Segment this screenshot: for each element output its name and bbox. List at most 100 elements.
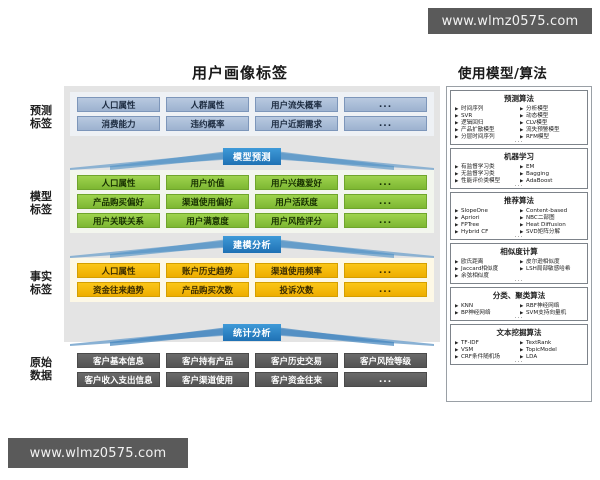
algorithm-column-left: KNNBP神经网络 — [454, 303, 519, 317]
algorithm-item[interactable]: CRF条件随机场 — [454, 354, 519, 361]
algorithm-item[interactable]: 产品扩散模型 — [454, 127, 519, 134]
algorithm-item[interactable]: NBC二部图 — [519, 215, 584, 222]
algorithm-item[interactable]: Bagging — [519, 171, 584, 178]
algorithm-item[interactable]: RFM模型 — [519, 134, 584, 141]
algorithm-item[interactable]: SVR — [454, 113, 519, 120]
tag-cell[interactable]: ... — [344, 213, 427, 228]
algorithm-item[interactable]: 欧氏距离 — [454, 259, 519, 266]
algorithm-item[interactable]: RBF神经网络 — [519, 303, 584, 310]
row-label-model-line1: 模型 — [30, 190, 52, 203]
algorithm-item[interactable]: AdaBoost — [519, 178, 584, 185]
tag-cell-wrapper: 投诉次数 — [252, 282, 341, 297]
algorithm-item[interactable]: BP神经网络 — [454, 310, 519, 317]
tag-cell-wrapper: 用户风险评分 — [252, 213, 341, 228]
algorithm-item[interactable]: 分析模型 — [519, 106, 584, 113]
tag-cell[interactable]: ... — [344, 282, 427, 297]
algorithm-item[interactable]: Jaccard相似度 — [454, 266, 519, 273]
algorithm-item[interactable]: TextRank — [519, 340, 584, 347]
tag-cell[interactable]: 客户资金往来 — [255, 372, 338, 387]
arrow-label-modeling-analysis: 建模分析 — [222, 236, 282, 253]
algorithm-item[interactable]: SVD矩阵分解 — [519, 229, 584, 236]
tag-cell[interactable]: ... — [344, 372, 427, 387]
tag-cell[interactable]: 用户活跃度 — [255, 194, 338, 209]
algorithm-item[interactable]: SlopeOne — [454, 208, 519, 215]
algorithm-box-ellipsis: ... — [514, 276, 524, 283]
tag-cell[interactable]: 资金往来趋势 — [77, 282, 160, 297]
algorithm-box-ellipsis: ... — [514, 181, 524, 188]
algorithm-box-ellipsis: ... — [514, 357, 524, 364]
algorithm-item[interactable]: 流失预警模型 — [519, 127, 584, 134]
algorithm-item[interactable]: LSH局部敏感哈希 — [519, 266, 584, 273]
tag-cell-wrapper: 客户风险等级 — [341, 353, 430, 368]
tag-cell[interactable]: ... — [344, 116, 427, 131]
algorithm-item[interactable]: KNN — [454, 303, 519, 310]
tag-cell-wrapper: ... — [341, 263, 430, 278]
algorithm-item[interactable]: TopicModel — [519, 347, 584, 354]
algorithm-item[interactable]: TF-IDF — [454, 340, 519, 347]
algorithm-item[interactable]: Heat Diffusion — [519, 222, 584, 229]
tag-cell-wrapper: 产品购买偏好 — [74, 194, 163, 209]
algorithm-item[interactable]: Apriori — [454, 215, 519, 222]
tag-cell[interactable]: 人口属性 — [77, 175, 160, 190]
algorithm-item[interactable]: 分层时间序列 — [454, 134, 519, 141]
algorithm-item[interactable]: FPTree — [454, 222, 519, 229]
algorithm-item[interactable]: 性能评价类模型 — [454, 178, 519, 185]
algorithm-item[interactable]: 无监督学习类 — [454, 171, 519, 178]
algorithm-item[interactable]: VSM — [454, 347, 519, 354]
tag-cell-wrapper: ... — [341, 97, 430, 112]
algorithm-item[interactable]: EM — [519, 164, 584, 171]
tag-cell[interactable]: 人群属性 — [166, 97, 249, 112]
tier-fact-labels: 人口属性账户历史趋势渠道使用频率... 资金往来趋势产品购买次数投诉次数... — [70, 258, 434, 302]
tag-cell[interactable]: 客户持有产品 — [166, 353, 249, 368]
algorithm-item[interactable]: SVM支持向量机 — [519, 310, 584, 317]
tag-cell[interactable]: ... — [344, 97, 427, 112]
tag-cell[interactable]: 客户历史交易 — [255, 353, 338, 368]
tag-cell[interactable]: 用户流失概率 — [255, 97, 338, 112]
algorithm-column-left: 有监督学习类无监督学习类性能评价类模型 — [454, 164, 519, 185]
tag-cell[interactable]: 产品购买次数 — [166, 282, 249, 297]
tier-predict-labels: 人口属性人群属性用户流失概率... 消费能力违约概率用户近期需求... — [70, 92, 434, 136]
algorithm-item[interactable]: 余弦相似度 — [454, 273, 519, 280]
algorithm-item[interactable]: 皮尔逊相似度 — [519, 259, 584, 266]
tag-cell-wrapper: ... — [341, 175, 430, 190]
tag-cell[interactable]: ... — [344, 175, 427, 190]
algorithm-item[interactable]: 时间序列 — [454, 106, 519, 113]
tag-cell[interactable]: 用户关联关系 — [77, 213, 160, 228]
tag-cell[interactable]: 用户风险评分 — [255, 213, 338, 228]
tag-cell[interactable]: 产品购买偏好 — [77, 194, 160, 209]
tag-cell[interactable]: 违约概率 — [166, 116, 249, 131]
tag-cell-wrapper: ... — [341, 194, 430, 209]
tag-cell[interactable]: 消费能力 — [77, 116, 160, 131]
tag-cell[interactable]: 用户价值 — [166, 175, 249, 190]
tag-cell[interactable]: 客户风险等级 — [344, 353, 427, 368]
tag-cell[interactable]: 用户近期需求 — [255, 116, 338, 131]
tag-cell[interactable]: 渠道使用频率 — [255, 263, 338, 278]
algorithm-item[interactable]: 逻辑回归 — [454, 120, 519, 127]
tag-cell[interactable]: 客户收入支出信息 — [77, 372, 160, 387]
tag-cell[interactable]: ... — [344, 194, 427, 209]
algorithm-item[interactable]: 有监督学习类 — [454, 164, 519, 171]
tag-cell-wrapper: ... — [341, 282, 430, 297]
algorithm-item[interactable]: LDA — [519, 354, 584, 361]
algorithm-box-ellipsis: ... — [514, 313, 524, 320]
algorithm-item[interactable]: Hybrid CF — [454, 229, 519, 236]
page-title-models-algorithms: 使用模型/算法 — [458, 66, 548, 82]
tag-cell[interactable]: 用户满意度 — [166, 213, 249, 228]
tag-cell-wrapper: ... — [341, 213, 430, 228]
tag-cell[interactable]: 客户基本信息 — [77, 353, 160, 368]
algorithm-panel: 预测算法时间序列SVR逻辑回归产品扩散模型分层时间序列分析模型动态模型CLV模型… — [446, 86, 592, 402]
tag-cell[interactable]: 渠道使用偏好 — [166, 194, 249, 209]
tag-cell[interactable]: 人口属性 — [77, 97, 160, 112]
tag-cell[interactable]: 账户历史趋势 — [166, 263, 249, 278]
algorithm-column-right: EMBaggingAdaBoost — [519, 164, 584, 185]
algorithm-item[interactable]: CLV模型 — [519, 120, 584, 127]
tag-cell-wrapper: 客户历史交易 — [252, 353, 341, 368]
tag-cell[interactable]: 人口属性 — [77, 263, 160, 278]
tag-cell[interactable]: 用户兴趣爱好 — [255, 175, 338, 190]
tag-cell[interactable]: ... — [344, 263, 427, 278]
algorithm-item[interactable]: 动态模型 — [519, 113, 584, 120]
algorithm-item[interactable]: Content-based — [519, 208, 584, 215]
algorithm-box-classification-clustering: 分类、聚类算法KNNBP神经网络RBF神经网络SVM支持向量机... — [450, 287, 588, 321]
tag-cell[interactable]: 投诉次数 — [255, 282, 338, 297]
tag-cell[interactable]: 客户渠道使用 — [166, 372, 249, 387]
